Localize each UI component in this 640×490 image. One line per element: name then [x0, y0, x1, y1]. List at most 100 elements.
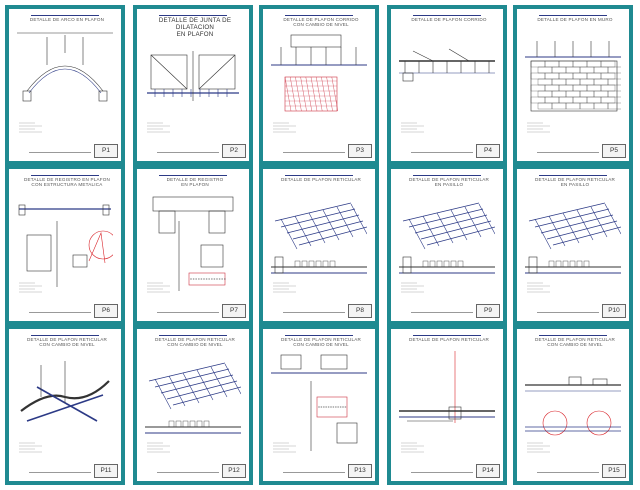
sheet-title: DETALLE DE PLAFON RETICULAR CON CAMBIO D…: [280, 337, 362, 348]
sheet-title-rule: [539, 15, 607, 16]
sheet-paper: DETALLE DE JUNTA DE DILATACION EN PLAFON…: [137, 9, 249, 161]
sheet-paper: DETALLE DE PLAFON CORRIDO CON CAMBIO DE …: [263, 9, 375, 161]
sheet-drawing: [147, 196, 234, 293]
sheet-number-tag: P6: [94, 304, 118, 318]
sheet-title-rule: [413, 175, 481, 176]
sheet-thumbnail[interactable]: DETALLE DE PLAFON RETICULAR CON CAMBIO D…: [259, 325, 379, 485]
sheet-title: DETALLE DE PLAFON EN MURO: [537, 17, 613, 22]
sheet-title: DETALLE DE PLAFON RETICULAR CON CAMBIO D…: [534, 337, 616, 348]
sheet-drawing: [145, 362, 241, 453]
sheet-thumbnail[interactable]: DETALLE DE REGISTRO EN PLAFON P7: [133, 165, 253, 325]
sheet-paper: DETALLE DE REGISTRO EN PLAFON P7: [137, 169, 249, 321]
sheet-drawing: [271, 202, 367, 293]
sheet-title-rule: [159, 15, 227, 16]
sheet-thumbnail[interactable]: DETALLE DE PLAFON EN MURO P5: [513, 5, 633, 165]
sheet-footer-line: [537, 472, 599, 473]
sheet-footer-line: [537, 312, 599, 313]
sheet-title-rule: [539, 335, 607, 336]
sheet-paper: DETALLE DE PLAFON RETICULAR EN PASILLO P1…: [517, 169, 629, 321]
sheet-footer-line: [29, 472, 91, 473]
sheet-drawing: [525, 41, 621, 133]
sheet-thumbnail[interactable]: DETALLE DE JUNTA DE DILATACION EN PLAFON…: [133, 5, 253, 165]
sheet-number-tag: P11: [94, 464, 118, 478]
sheet-drawing: [525, 202, 621, 293]
sheet-title-rule: [413, 335, 481, 336]
sheet-footer-line: [29, 152, 91, 153]
sheet-footer-line: [29, 312, 91, 313]
sheet-title-rule: [31, 335, 99, 336]
sheet-drawing: [147, 51, 239, 133]
sheet-drawing: [525, 376, 621, 453]
sheet-paper: DETALLE DE PLAFON RETICULAR EN PASILLO P9: [391, 169, 503, 321]
sheet-drawing: [18, 204, 113, 293]
sheet-number-tag: P15: [602, 464, 626, 478]
sheet-thumbnail[interactable]: DETALLE DE PLAFON RETICULAR CON CAMBIO D…: [513, 325, 633, 485]
sheet-drawing: [399, 48, 495, 133]
sheet-thumbnail[interactable]: DETALLE DE PLAFON RETICULAR CON CAMBIO D…: [133, 325, 253, 485]
sheet-title: DETALLE DE PLAFON RETICULAR EN PASILLO: [534, 177, 616, 188]
sheet-footer-line: [157, 472, 219, 473]
sheet-paper: DETALLE DE PLAFON RETICULAR CON CAMBIO D…: [517, 329, 629, 481]
sheet-drawing: [271, 354, 367, 453]
sheet-title: DETALLE DE PLAFON RETICULAR CON CAMBIO D…: [154, 337, 236, 348]
sheet-thumbnail[interactable]: DETALLE DE REGISTRO EN PLAFON CON ESTRUC…: [5, 165, 125, 325]
sheet-footer-line: [157, 312, 219, 313]
sheet-thumbnail[interactable]: DETALLE DE PLAFON RETICULAR P8: [259, 165, 379, 325]
sheet-title-rule: [31, 15, 99, 16]
sheet-number-tag: P7: [222, 304, 246, 318]
sheet-title: DETALLE DE PLAFON RETICULAR CON CAMBIO D…: [26, 337, 108, 348]
sheet-number-tag: P3: [348, 144, 372, 158]
sheet-number-tag: P10: [602, 304, 626, 318]
sheet-number-tag: P5: [602, 144, 626, 158]
sheet-footer-line: [411, 152, 473, 153]
sheet-title: DETALLE DE ARCO EN PLAFON: [29, 17, 105, 22]
sheet-footer-line: [537, 152, 599, 153]
sheet-title: DETALLE DE PLAFON RETICULAR EN PASILLO: [408, 177, 490, 188]
sheet-paper: DETALLE DE PLAFON RETICULAR CON CAMBIO D…: [9, 329, 121, 481]
sheet-footer-line: [411, 472, 473, 473]
sheet-number-tag: P13: [348, 464, 372, 478]
sheet-number-tag: P12: [222, 464, 246, 478]
sheet-paper: DETALLE DE ARCO EN PLAFON P1: [9, 9, 121, 161]
sheet-thumbnail[interactable]: DETALLE DE PLAFON RETICULAR EN PASILLO P1…: [513, 165, 633, 325]
sheet-drawing: [399, 351, 495, 453]
sheet-footer-line: [157, 152, 219, 153]
sheet-title-rule: [31, 175, 99, 176]
sheet-number-tag: P1: [94, 144, 118, 158]
sheet-number-tag: P9: [476, 304, 500, 318]
sheet-number-tag: P8: [348, 304, 372, 318]
sheet-title: DETALLE DE PLAFON RETICULAR: [408, 337, 490, 342]
sheet-paper: DETALLE DE PLAFON RETICULAR P8: [263, 169, 375, 321]
sheet-title-rule: [285, 335, 353, 336]
sheet-paper: DETALLE DE PLAFON RETICULAR CON CAMBIO D…: [263, 329, 375, 481]
sheet-number-tag: P4: [476, 144, 500, 158]
sheet-title: DETALLE DE REGISTRO EN PLAFON: [166, 177, 224, 188]
sheet-drawing: [17, 32, 113, 133]
sheet-paper: DETALLE DE REGISTRO EN PLAFON CON ESTRUC…: [9, 169, 121, 321]
sheet-footer-line: [283, 152, 345, 153]
sheet-footer-line: [283, 472, 345, 473]
sheet-thumbnail[interactable]: DETALLE DE PLAFON RETICULAR EN PASILLO P9: [387, 165, 507, 325]
sheet-title: DETALLE DE PLAFON RETICULAR: [280, 177, 362, 182]
sheet-title-rule: [285, 15, 353, 16]
sheet-title: DETALLE DE PLAFON CORRIDO CON CAMBIO DE …: [283, 17, 359, 28]
sheet-title-rule: [159, 175, 227, 176]
sheet-drawing: [19, 361, 110, 453]
sheet-title-rule: [539, 175, 607, 176]
sheet-drawing: [271, 34, 367, 133]
sheet-thumbnail[interactable]: DETALLE DE PLAFON RETICULAR CON CAMBIO D…: [5, 325, 125, 485]
sheet-drawing: [399, 202, 495, 293]
sheet-footer-line: [283, 312, 345, 313]
sheet-title: DETALLE DE JUNTA DE DILATACION EN PLAFON: [158, 17, 232, 38]
sheet-thumbnail[interactable]: DETALLE DE PLAFON CORRIDO CON CAMBIO DE …: [259, 5, 379, 165]
sheet-title-rule: [159, 335, 227, 336]
sheet-title: DETALLE DE REGISTRO EN PLAFON CON ESTRUC…: [23, 177, 111, 188]
sheet-thumbnail[interactable]: DETALLE DE ARCO EN PLAFON P1: [5, 5, 125, 165]
sheet-paper: DETALLE DE PLAFON RETICULAR CON CAMBIO D…: [137, 329, 249, 481]
sheet-number-tag: P2: [222, 144, 246, 158]
